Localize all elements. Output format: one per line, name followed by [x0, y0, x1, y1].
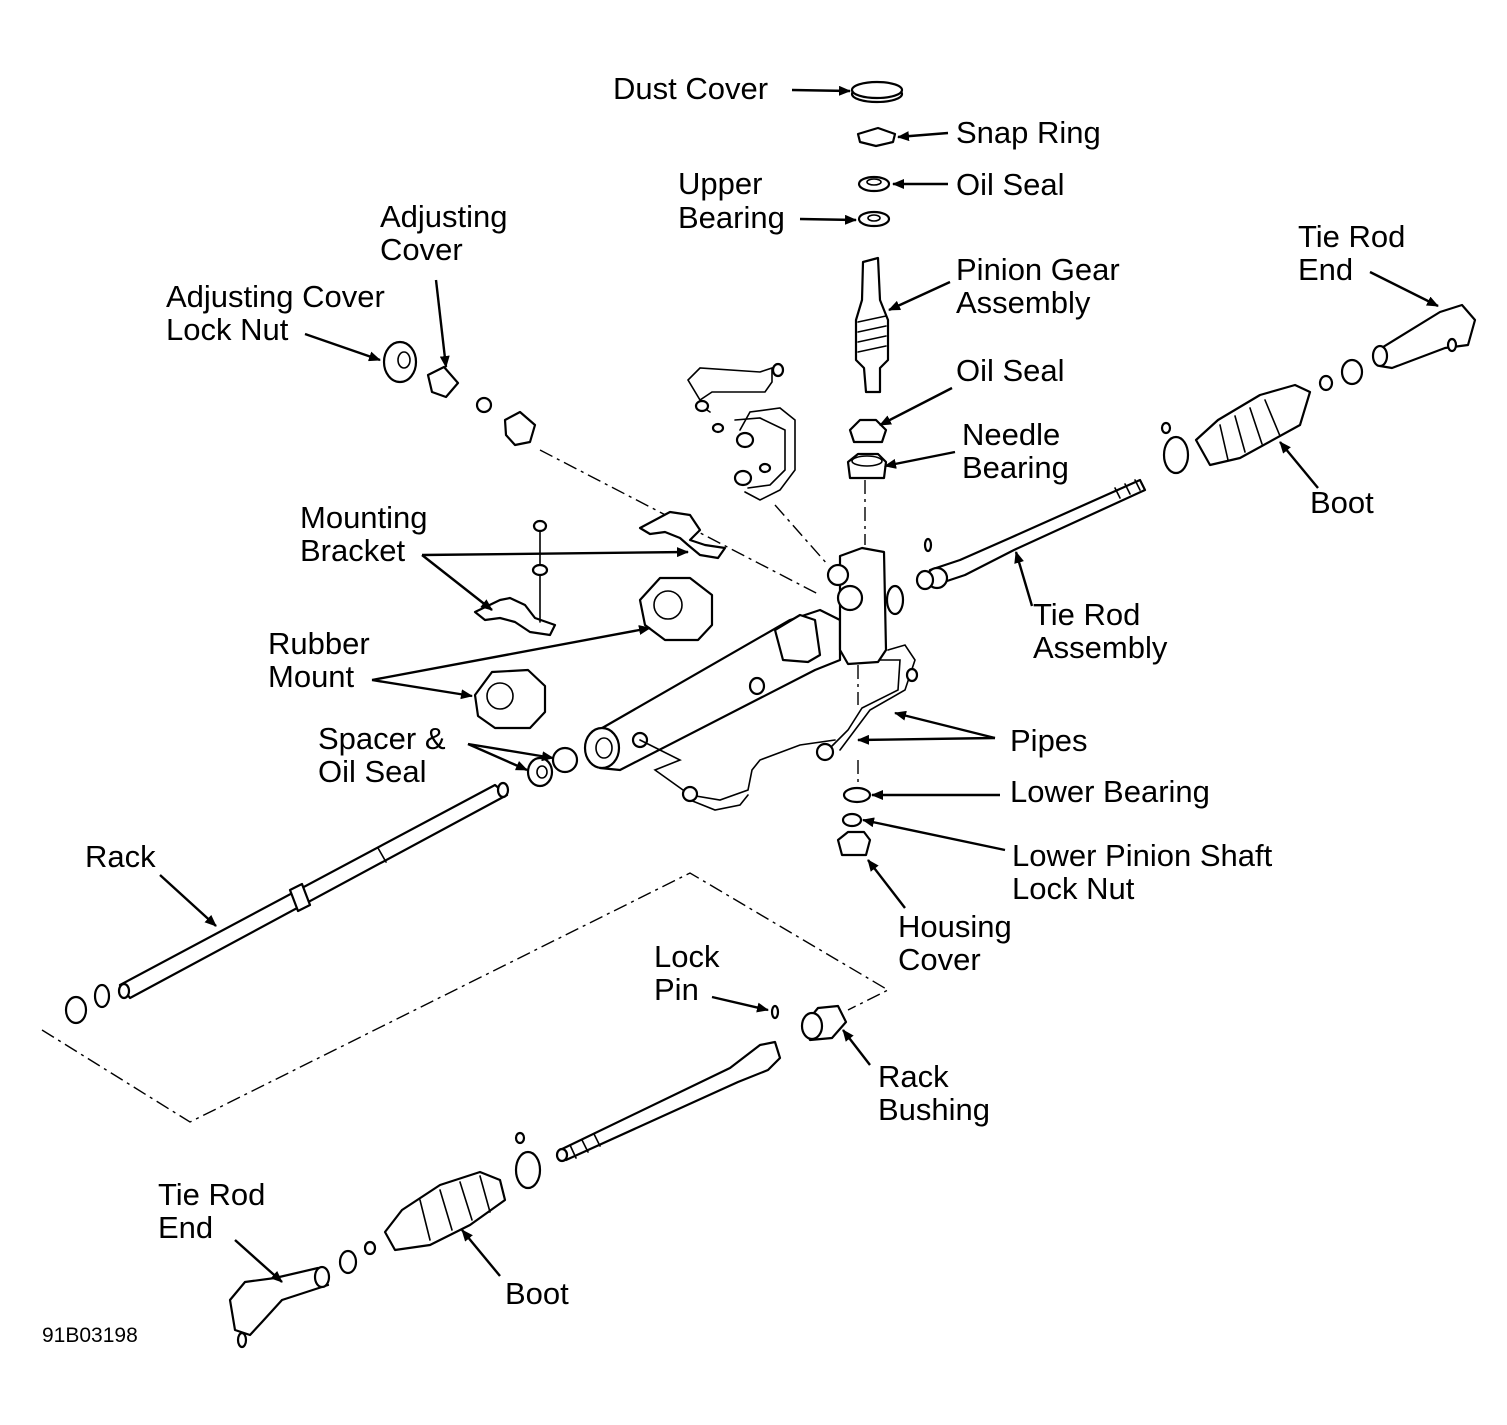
label-rack-bushing: Rack Bushing	[878, 1059, 990, 1127]
label-tie-rod-assembly: Tie Rod Assembly	[1033, 597, 1168, 665]
label-upper-bearing: Upper Bearing	[678, 166, 785, 235]
label-dust-cover: Dust Cover	[613, 71, 768, 106]
rack-part	[64, 781, 510, 1025]
tie-rod-assembly-upper-part	[915, 478, 1147, 591]
mounting-bracket-lower-part	[473, 519, 557, 637]
rack-guide-part	[503, 410, 537, 447]
label-rubber-mount: Rubber Mount	[268, 626, 378, 694]
label-needle-bearing: Needle Bearing	[962, 417, 1069, 485]
adjusting-cover-lock-nut-part	[382, 340, 418, 384]
lower-bearing-part	[842, 786, 872, 804]
rack-bushing-part	[800, 1004, 848, 1042]
rubber-mount-lower-part	[473, 668, 547, 730]
label-lower-pinion-shaft-lock-nut: Lower Pinion Shaft Lock Nut	[1012, 838, 1281, 906]
label-rack: Rack	[85, 839, 156, 874]
tie-rod-end-lower-part	[228, 1265, 331, 1349]
label-tie-rod-end-left: Tie Rod End	[158, 1177, 274, 1245]
label-spacer-oil-seal: Spacer & Oil Seal	[318, 721, 454, 789]
label-boot-right: Boot	[1310, 485, 1374, 520]
pinion-gear-part	[854, 256, 890, 394]
label-boot-left: Boot	[505, 1276, 569, 1311]
spacer-part	[526, 756, 554, 788]
boot-upper-part	[1160, 358, 1364, 475]
adjusting-spring-part	[475, 396, 493, 414]
pipe-set-upper-part	[686, 362, 796, 501]
label-housing-cover: Housing Cover	[898, 909, 1020, 977]
tie-rod-end-upper-part	[1371, 303, 1477, 370]
valve-body-part	[826, 546, 905, 666]
needle-bearing-part	[846, 452, 888, 480]
tie-rod-assembly-lower-part	[555, 1040, 782, 1163]
figure-id: 91B03198	[42, 1324, 138, 1347]
adjusting-cover-part	[426, 365, 460, 399]
pipe-set-lower-part	[639, 644, 919, 811]
label-mounting-bracket: Mounting Bracket	[300, 500, 436, 568]
label-pinion-gear-assembly: Pinion Gear Assembly	[956, 252, 1128, 320]
oil-seal-rack-part	[551, 746, 579, 774]
label-upper-oil-seal: Oil Seal	[956, 167, 1065, 202]
label-adjusting-cover: Adjusting Cover	[380, 199, 516, 267]
lower-lock-nut-part	[841, 812, 863, 828]
snap-ring-part	[856, 126, 897, 148]
label-lower-oil-seal: Oil Seal	[956, 353, 1065, 388]
upper-oil-seal-part	[857, 175, 891, 193]
housing-cover-part	[836, 830, 872, 857]
lock-pin-part	[770, 1004, 780, 1020]
label-snap-ring: Snap Ring	[956, 115, 1101, 150]
mounting-bracket-upper-part	[638, 510, 727, 560]
dust-cover-part	[850, 80, 904, 104]
label-lock-pin: Lock Pin	[654, 939, 728, 1007]
lower-oil-seal-part	[848, 418, 888, 444]
label-tie-rod-end-right: Tie Rod End	[1298, 219, 1414, 287]
label-lower-bearing: Lower Bearing	[1010, 774, 1210, 809]
housing-part	[583, 608, 842, 772]
label-adjusting-cover-lock-nut: Adjusting Cover Lock Nut	[166, 279, 393, 347]
boot-lower-part	[338, 1131, 542, 1275]
leader-lines	[159, 85, 1439, 1283]
label-pipes: Pipes	[1010, 723, 1088, 758]
upper-bearing-part	[857, 210, 891, 228]
rubber-mount-upper-part	[638, 576, 714, 642]
assembly-centerlines	[41, 449, 890, 1123]
